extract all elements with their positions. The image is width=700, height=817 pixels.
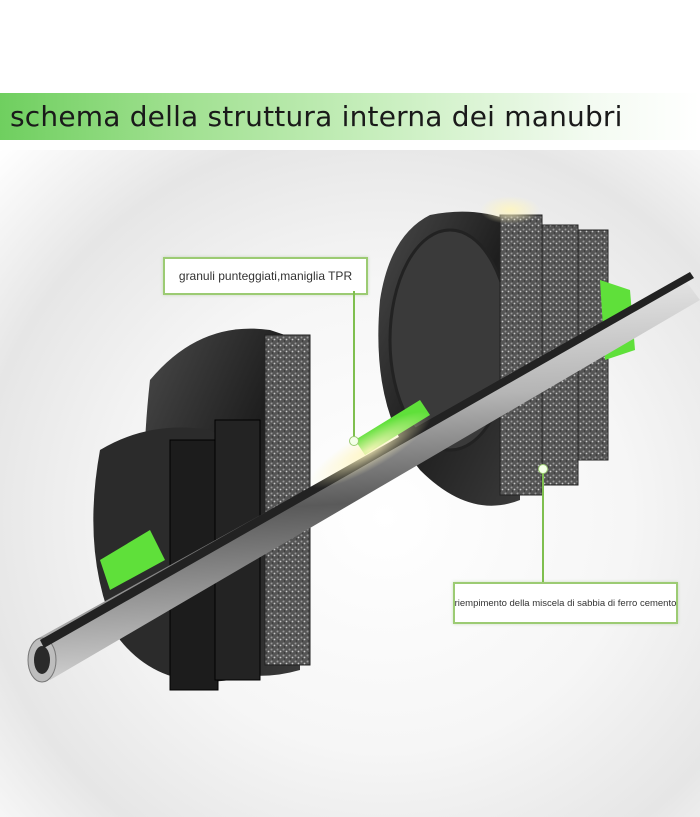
left-collar (100, 530, 165, 590)
callout-sand-fill-label: riempimento della miscela di sabbia di f… (454, 597, 677, 609)
callout-tpr-handle: granuli punteggiati,maniglia TPR (163, 257, 368, 295)
leader-line-sand (542, 470, 544, 582)
callout-sand-fill: riempimento della miscela di sabbia di f… (453, 582, 678, 624)
leader-dot-sand (538, 464, 548, 474)
banner-title: schema della struttura interna dei manub… (10, 100, 623, 133)
leader-dot-tpr (349, 436, 359, 446)
callout-tpr-handle-label: granuli punteggiati,maniglia TPR (178, 269, 353, 283)
title-banner: schema della struttura interna dei manub… (0, 93, 700, 140)
leader-line-tpr (353, 291, 355, 439)
